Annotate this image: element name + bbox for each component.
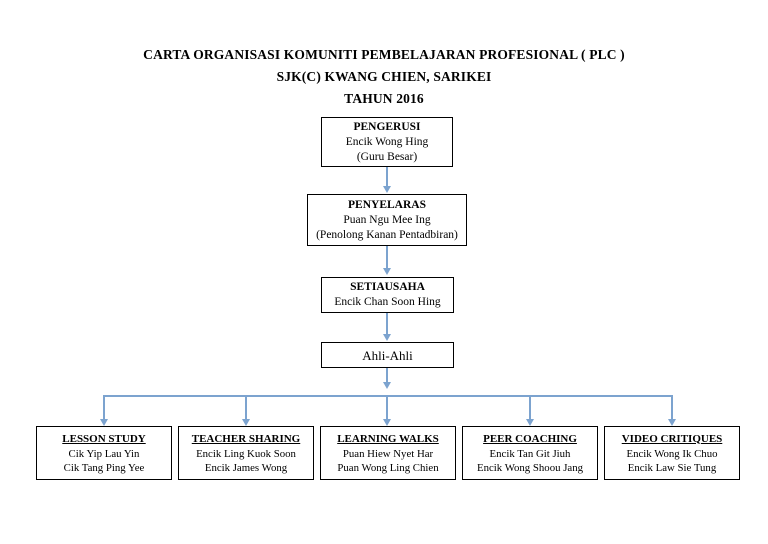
committee-member-3-1: Puan Hiew Nyet Har [342, 447, 434, 460]
node-committee-lesson-study[interactable]: LESSON STUDY Cik Yip Lau Yin Cik Tang Pi… [36, 426, 172, 480]
arrowhead-drop-1 [99, 419, 108, 426]
node-setiausaha[interactable]: SETIAUSAHA Encik Chan Soon Hing [321, 277, 454, 313]
pengerusi-note: (Guru Besar) [356, 150, 418, 163]
connector-drop-1 [103, 395, 105, 421]
title-line-2: SJK(C) KWANG CHIEN, SARIKEI [276, 69, 492, 84]
arrowhead-drop-4 [525, 419, 534, 426]
committee-member-2-1: Encik Ling Kuok Soon [196, 447, 296, 460]
arrowhead-drop-5 [667, 419, 676, 426]
arrowhead-penyelaras [382, 186, 391, 193]
arrowhead-drop-2 [241, 419, 250, 426]
arrowhead-ahli [382, 334, 391, 341]
arrowhead-drop-3 [382, 419, 391, 426]
connector-drop-4 [529, 395, 531, 421]
arrowhead-bus-stem [382, 382, 391, 389]
committee-member-5-1: Encik Wong Ik Chuo [626, 447, 718, 460]
penyelaras-role: PENYELARAS [348, 198, 426, 211]
pengerusi-person: Encik Wong Hing [345, 135, 429, 148]
node-ahli-ahli[interactable]: Ahli-Ahli [321, 342, 454, 368]
committee-member-4-1: Encik Tan Git Jiuh [489, 447, 571, 460]
connector-ahli-stem [386, 368, 388, 384]
node-committee-learning-walks[interactable]: LEARNING WALKS Puan Hiew Nyet Har Puan W… [320, 426, 456, 480]
node-committee-video-critiques[interactable]: VIDEO CRITIQUES Encik Wong Ik Chuo Encik… [604, 426, 740, 480]
committee-name-3: LEARNING WALKS [337, 432, 439, 445]
connector-horizontal-bus [104, 395, 673, 397]
pengerusi-role: PENGERUSI [353, 120, 421, 133]
committee-name-5: VIDEO CRITIQUES [621, 432, 723, 445]
chart-title: CARTA ORGANISASI KOMUNITI PEMBELAJARAN P… [0, 44, 768, 110]
node-committee-teacher-sharing[interactable]: TEACHER SHARING Encik Ling Kuok Soon Enc… [178, 426, 314, 480]
setiausaha-role: SETIAUSAHA [350, 281, 425, 293]
committee-member-2-2: Encik James Wong [204, 461, 288, 474]
committee-member-1-2: Cik Tang Ping Yee [63, 461, 145, 474]
connector-drop-2 [245, 395, 247, 421]
title-line-1: CARTA ORGANISASI KOMUNITI PEMBELAJARAN P… [143, 47, 625, 62]
committee-member-5-2: Encik Law Sie Tung [627, 461, 717, 474]
committee-name-1: LESSON STUDY [62, 432, 146, 445]
node-pengerusi[interactable]: PENGERUSI Encik Wong Hing (Guru Besar) [321, 117, 453, 167]
penyelaras-person: Puan Ngu Mee Ing [343, 213, 431, 226]
node-committee-peer-coaching[interactable]: PEER COACHING Encik Tan Git Jiuh Encik W… [462, 426, 598, 480]
committee-name-2: TEACHER SHARING [191, 432, 301, 445]
committee-member-4-2: Encik Wong Shoou Jang [477, 461, 583, 474]
connector-pengerusi-penyelaras [386, 167, 388, 188]
committee-name-4: PEER COACHING [483, 432, 577, 445]
connector-drop-5 [671, 395, 673, 421]
node-penyelaras[interactable]: PENYELARAS Puan Ngu Mee Ing (Penolong Ka… [307, 194, 467, 246]
connector-drop-3 [386, 395, 388, 421]
connector-setiausaha-ahli [386, 313, 388, 336]
ahli-ahli-label: Ahli-Ahli [362, 347, 413, 363]
title-line-3: TAHUN 2016 [344, 91, 424, 106]
arrowhead-setiausaha [382, 268, 391, 275]
committee-member-3-2: Puan Wong Ling Chien [337, 461, 439, 474]
penyelaras-note: (Penolong Kanan Pentadbiran) [316, 228, 458, 241]
connector-penyelaras-setiausaha [386, 246, 388, 270]
setiausaha-person: Encik Chan Soon Hing [334, 296, 441, 308]
committee-member-1-1: Cik Yip Lau Yin [68, 447, 140, 460]
